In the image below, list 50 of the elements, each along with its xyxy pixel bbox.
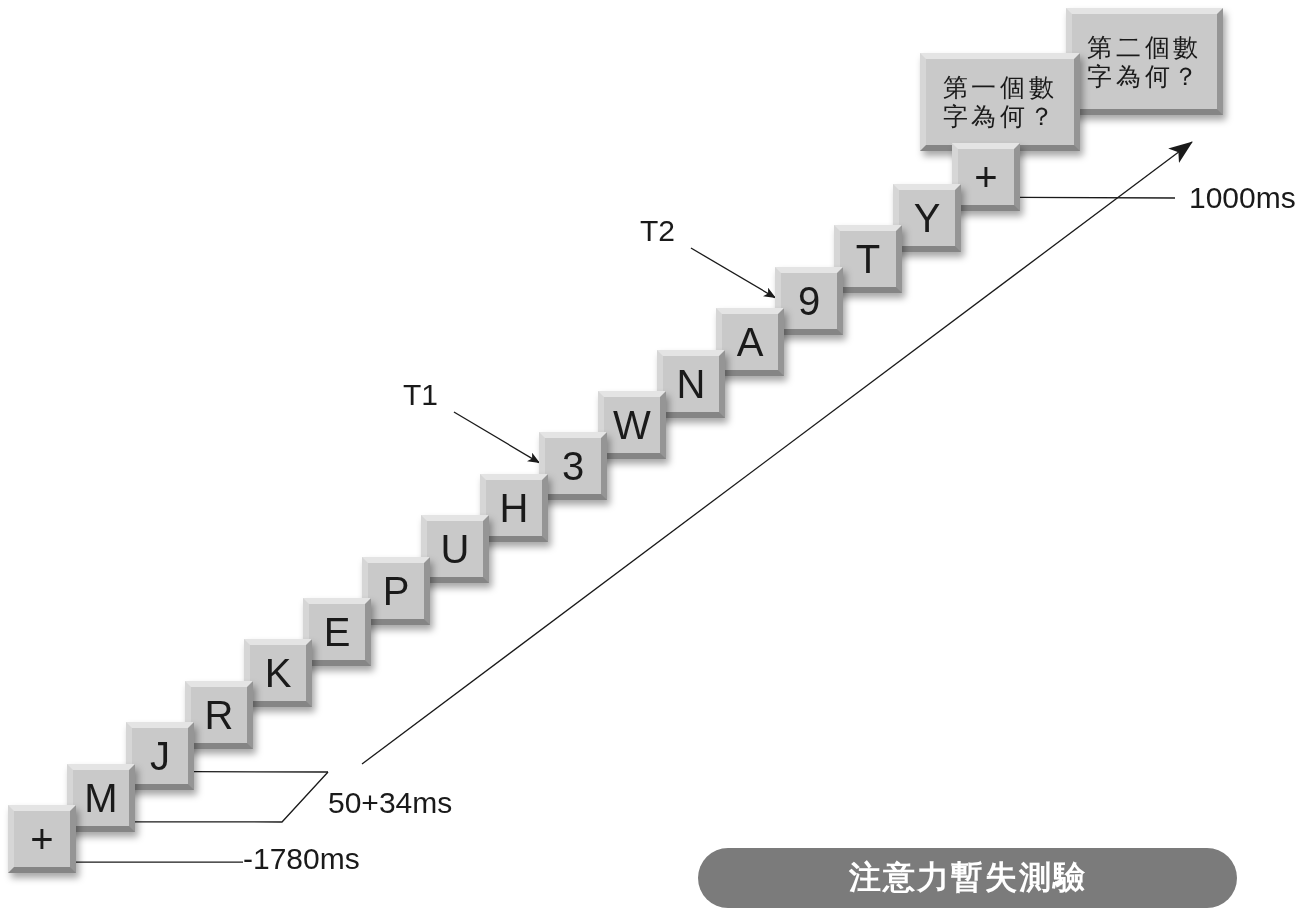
stimulus-tile [185,681,253,749]
stimulus-tile [775,267,843,335]
stimulus-tile [598,391,666,459]
stimulus-tile [67,764,135,832]
leader-line [75,861,244,863]
stimulus-tile [303,598,371,666]
stimulus-tile [893,184,961,252]
target-label: T1 [403,378,438,412]
stimulus-letter: H [499,485,529,531]
stimulus-tile [539,432,607,500]
stimulus-letter: 9 [797,278,821,324]
target-label: T2 [640,214,675,248]
stimulus-letter: P [382,568,410,614]
stimulus-tile [244,639,312,707]
stimulus-tile [657,350,725,418]
time-label: 50+34ms [328,772,453,820]
stimulus-letter: N [676,361,706,407]
arrow [453,411,540,464]
stimulus-tile [126,722,194,790]
title-banner: 注意力暫失測驗 [698,848,1237,908]
question-text: 第一個數字為何？ [942,73,1058,131]
stimulus-letter: 3 [561,443,585,489]
stimulus-letter: W [613,402,651,448]
stimulus-letter: T [855,236,881,282]
stimulus-tile [480,474,548,542]
stimulus-letter: U [440,526,470,572]
stimulus-letter: Y [913,195,941,241]
question-tile [920,53,1080,151]
time-label: 1000ms [1175,181,1296,215]
stimulus-letter: A [736,319,764,365]
leader-line [193,771,329,773]
stimulus-tile [716,308,784,376]
stimulus-letter: + [30,816,54,862]
stimulus-letter: + [974,154,998,200]
stimulus-letter: E [323,609,351,655]
stimulus-letter: J [150,733,170,779]
leader-line [134,771,329,823]
stimulus-letter: M [84,775,118,821]
stimulus-tile [834,225,902,293]
stimulus-tile [952,143,1020,211]
time-label: -1780ms [243,842,360,876]
stimulus-tile [362,557,430,625]
question-text: 第二個數字為何？ [1087,32,1202,91]
stimulus-tile [8,805,76,873]
question-tile [1066,8,1223,115]
stimulus-tile [421,515,489,583]
stimulus-letter: K [264,650,292,696]
leader-line [1019,196,1176,199]
stimulus-letter: R [204,692,234,738]
arrow [690,247,776,299]
